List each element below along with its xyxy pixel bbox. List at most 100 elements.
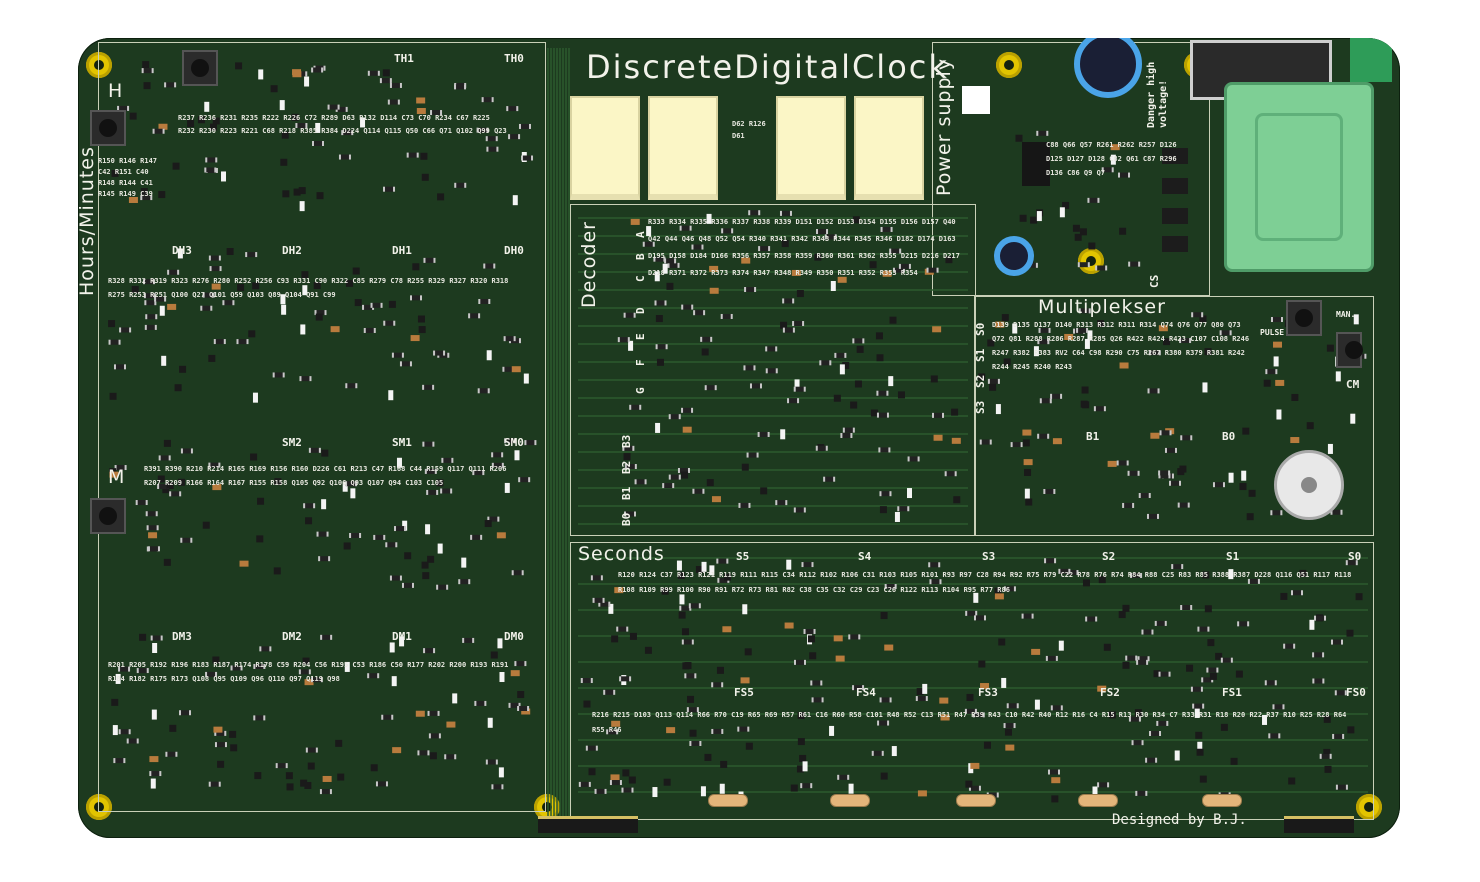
sot23-transistor — [870, 409, 878, 417]
smd-pad — [720, 313, 723, 319]
sot23-transistor — [1235, 670, 1243, 678]
sot23-transistor — [807, 635, 815, 643]
smd-pad — [155, 511, 158, 517]
smd-pad — [389, 575, 392, 581]
smd-pad — [485, 136, 488, 142]
decoder-output-label: B — [634, 253, 647, 260]
potentiometer-rv2[interactable] — [1274, 450, 1344, 520]
smd-led — [894, 511, 900, 522]
smd-resistor — [1139, 493, 1150, 499]
smd-led — [461, 557, 467, 568]
smd-led — [1001, 677, 1007, 688]
smd-led — [907, 488, 913, 499]
sot23-transistor — [337, 773, 345, 781]
smd-pad — [627, 337, 630, 343]
smd-resistor — [718, 577, 729, 583]
sot23-transistor — [790, 784, 798, 792]
smd-pad — [1291, 590, 1294, 596]
manual-switch[interactable] — [1336, 332, 1363, 368]
smd-resistor — [1269, 733, 1280, 739]
smd-led — [1194, 707, 1200, 718]
top-push-button[interactable] — [182, 50, 218, 86]
sot23-transistor — [315, 313, 323, 321]
designator-group: R201 R205 R192 R196 R183 R187 R174 R178 … — [108, 661, 509, 683]
smd-pad — [825, 445, 828, 451]
smd-pad — [664, 258, 667, 264]
decoder-input-label: B1 — [620, 486, 633, 500]
smd-led — [654, 271, 660, 282]
smd-pad — [208, 255, 211, 261]
smd-resistor — [390, 575, 401, 581]
smd-resistor — [428, 710, 439, 716]
sot23-transistor — [588, 768, 596, 776]
smd-pad — [1275, 369, 1278, 375]
smd-resistor — [339, 154, 350, 160]
sot23-transistor — [1024, 468, 1032, 476]
smd-resistor — [505, 438, 516, 444]
smd-capacitor — [666, 727, 676, 734]
smd-resistor — [515, 661, 526, 667]
smd-resistor — [1192, 312, 1203, 318]
smd-resistor — [643, 241, 654, 247]
smd-resistor — [750, 383, 761, 389]
smd-pad — [1312, 678, 1315, 684]
smd-pad — [592, 597, 595, 603]
smd-capacitor — [1107, 460, 1117, 467]
decoder-output-label: F — [634, 359, 647, 366]
smd-resistor — [1191, 686, 1202, 692]
smd-resistor — [395, 526, 406, 532]
smd-pad — [263, 663, 266, 669]
smd-resistor — [1271, 317, 1282, 323]
smd-pad — [803, 628, 806, 634]
smd-pad — [218, 462, 221, 468]
smd-pad — [521, 570, 524, 576]
smd-pad — [639, 404, 642, 410]
sot23-transistor — [293, 188, 301, 196]
smd-pad — [1013, 723, 1016, 729]
smd-resistor — [1159, 473, 1170, 479]
smd-led — [1036, 211, 1042, 222]
smd-pad — [462, 637, 465, 643]
sot23-transistor — [880, 772, 888, 780]
smd-pad — [681, 639, 684, 645]
pcb-components — [108, 48, 1368, 828]
smd-pad — [826, 228, 829, 234]
smd-pad — [1314, 615, 1317, 621]
pulse-button[interactable] — [1286, 300, 1322, 336]
smd-led — [652, 787, 658, 798]
smd-pad — [840, 433, 843, 439]
smd-pad — [677, 262, 680, 268]
smd-led — [701, 561, 707, 572]
minutes-button[interactable] — [90, 498, 126, 534]
sot23-transistor — [163, 558, 171, 566]
smd-pad — [355, 481, 358, 487]
smd-led — [304, 76, 310, 87]
smd-pad — [1171, 473, 1174, 479]
smd-pad — [1157, 388, 1160, 394]
smd-resistor — [254, 715, 265, 721]
smd-resistor — [1132, 740, 1143, 746]
smd-pad — [852, 338, 855, 344]
smd-pad — [1097, 197, 1100, 203]
sot23-transistor — [1122, 604, 1130, 612]
smd-pad — [253, 715, 256, 721]
smd-resistor — [712, 682, 723, 688]
smd-pad — [236, 339, 239, 345]
smd-pad — [1331, 639, 1334, 645]
smd-resistor — [442, 457, 453, 463]
digit-label: SM1 — [392, 436, 412, 449]
smd-pad — [162, 128, 165, 134]
smd-resistor — [880, 491, 891, 497]
smd-pad — [514, 661, 517, 667]
smd-pad — [417, 750, 420, 756]
smd-pad — [1322, 678, 1325, 684]
smd-resistor — [893, 267, 904, 273]
sot23-transistor — [427, 555, 435, 563]
hours-button[interactable] — [90, 110, 126, 146]
smd-pad — [113, 758, 116, 764]
smd-pad — [406, 152, 409, 158]
smd-pad — [355, 383, 358, 389]
smd-resistor — [1332, 639, 1343, 645]
smd-pad — [699, 740, 702, 746]
smd-pad — [521, 155, 524, 161]
